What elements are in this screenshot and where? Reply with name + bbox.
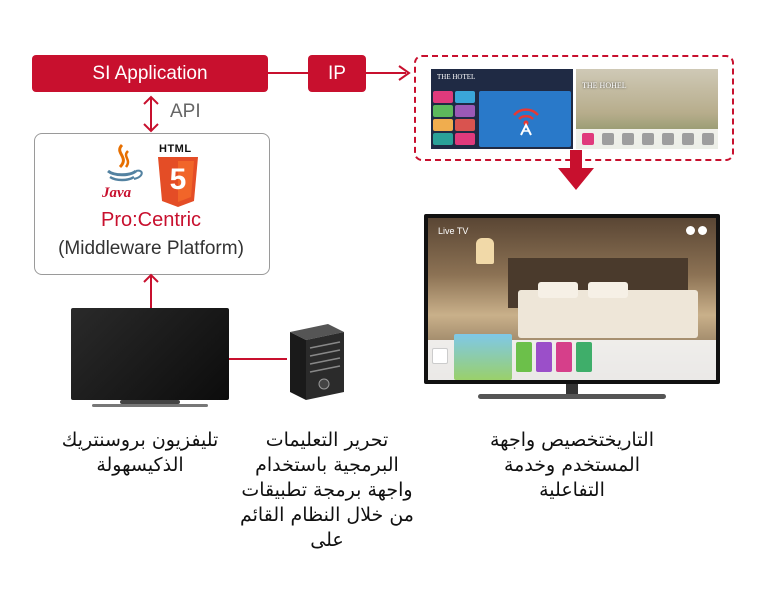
screen-2-hotel-label: THE HOHEL [582,81,627,90]
screen-1-tile [433,133,453,145]
screen-1-tile [455,119,475,131]
launcher-app-tile [576,342,592,372]
screen-2-menu-item [642,133,654,145]
screen-corner-buttons [686,226,708,236]
screen-1-tile [433,91,453,103]
si-to-ip-connector [268,72,308,74]
launcher-app-tile [536,342,552,372]
hotel-tv-stand [566,384,578,394]
caption-smart-tv: تليفزيون بروسنتريك الذكيسهولة [61,429,219,476]
caption-code-editing: تحرير التعليمات البرمجية باستخدام واجهة … [240,429,414,551]
launcher-live-tile [454,334,512,380]
hotel-tv-stand-base [478,394,666,399]
launcher-app-tile [556,342,572,372]
launcher-home-tile [432,348,448,364]
screen-2-menu-item [602,133,614,145]
html5-glyph: 5 [169,163,187,196]
procentric-label: Pro:Centric [100,209,202,231]
api-label: API [170,101,201,122]
circle-icon [698,226,707,235]
launcher-app-tile [516,342,532,372]
server-icon [286,322,348,402]
procentric-smart-tv [71,308,229,400]
caption-ui-customization: التاريختخصيص واجهة المستخدم وخدمة التفاع… [490,429,654,501]
hotel-tv-screen: Live TV [428,218,716,380]
html5-logo: HTML 5 [156,143,202,209]
ip-label: IP [328,62,346,84]
screen-1-tile [455,105,475,117]
html5-shield-icon [158,157,198,207]
java-label: Java [102,185,132,201]
wifi-icon [513,108,539,136]
tv-stand-base [92,404,208,407]
screen-2-menu-item [582,133,594,145]
bed [518,290,698,338]
wall-lamp [476,238,494,264]
screen-1-tile [433,119,453,131]
tv-to-middleware-arrow-icon [143,273,159,311]
screen-2-menu-item [682,133,694,145]
si-application-box: SI Application [32,55,268,92]
down-arrow-icon [558,150,594,190]
tv-to-server-connector [229,358,287,360]
screen-1-hotel-label: THE HOTEL [437,73,476,81]
pillow [538,282,578,298]
ip-to-screens-connector [366,72,406,74]
pillow [588,282,628,298]
live-tv-label: Live TV [438,226,469,236]
ip-box: IP [308,55,366,92]
screen-2-menu-item [622,133,634,145]
screen-1-tile [455,91,475,103]
middleware-platform-box [34,133,270,275]
java-logo: Java [100,143,146,209]
screen-1-main-panel [479,91,571,147]
middleware-label: (Middleware Platform) [58,238,244,259]
java-cup-icon [107,143,143,182]
screen-2-menu-item [662,133,674,145]
api-double-arrow-icon [143,95,159,133]
si-application-label: SI Application [92,62,208,84]
ui-screen-1: THE HOTEL [431,69,573,149]
circle-icon [686,226,695,235]
ip-arrow-icon [398,65,411,81]
screen-1-tile [433,105,453,117]
screen-2-menu-item [702,133,714,145]
tv-stand [120,400,180,404]
ui-screen-2: THE HOHEL [576,69,718,149]
screen-1-tile [455,133,475,145]
html-label: HTML [159,143,192,155]
